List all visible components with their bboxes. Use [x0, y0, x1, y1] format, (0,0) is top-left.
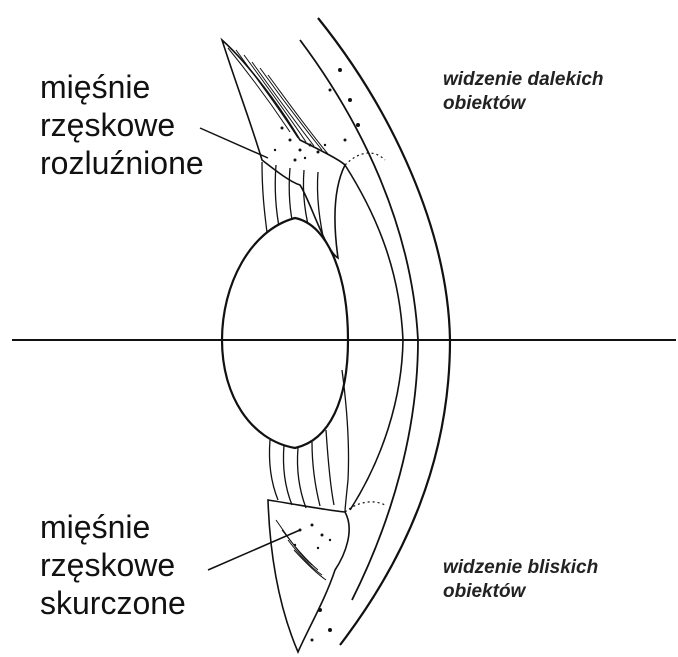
caption-far-vision: widzenie dalekich obiektów — [443, 68, 604, 116]
label-ciliary-relaxed: mięśnie rzęskowe rozluźnione — [40, 68, 204, 182]
caption-near-vision: widzenie bliskich obiektów — [443, 556, 598, 604]
sclera-inner-lower — [352, 340, 418, 600]
caption-near-line-2: obiektów — [443, 580, 598, 604]
label-contracted-line-3: skurczone — [40, 584, 186, 622]
ciliary-body-lower — [268, 500, 349, 652]
iris-curve-lower — [350, 340, 403, 510]
label-relaxed-line-1: mięśnie — [40, 68, 204, 106]
label-ciliary-contracted: mięśnie rzęskowe skurczone — [40, 508, 186, 622]
crystalline-lens — [222, 218, 348, 448]
caption-far-line-2: obiektów — [443, 92, 604, 116]
label-contracted-line-2: rzęskowe — [40, 546, 186, 584]
label-relaxed-line-3: rozluźnione — [40, 144, 204, 182]
caption-far-line-1: widzenie dalekich — [443, 68, 604, 92]
iris-curve-upper — [345, 165, 403, 340]
label-relaxed-line-2: rzęskowe — [40, 106, 204, 144]
caption-near-line-1: widzenie bliskich — [443, 556, 598, 580]
schlemm-canal-lower — [345, 502, 385, 512]
label-contracted-line-1: mięśnie — [40, 508, 186, 546]
schlemm-canal-upper — [345, 153, 385, 165]
